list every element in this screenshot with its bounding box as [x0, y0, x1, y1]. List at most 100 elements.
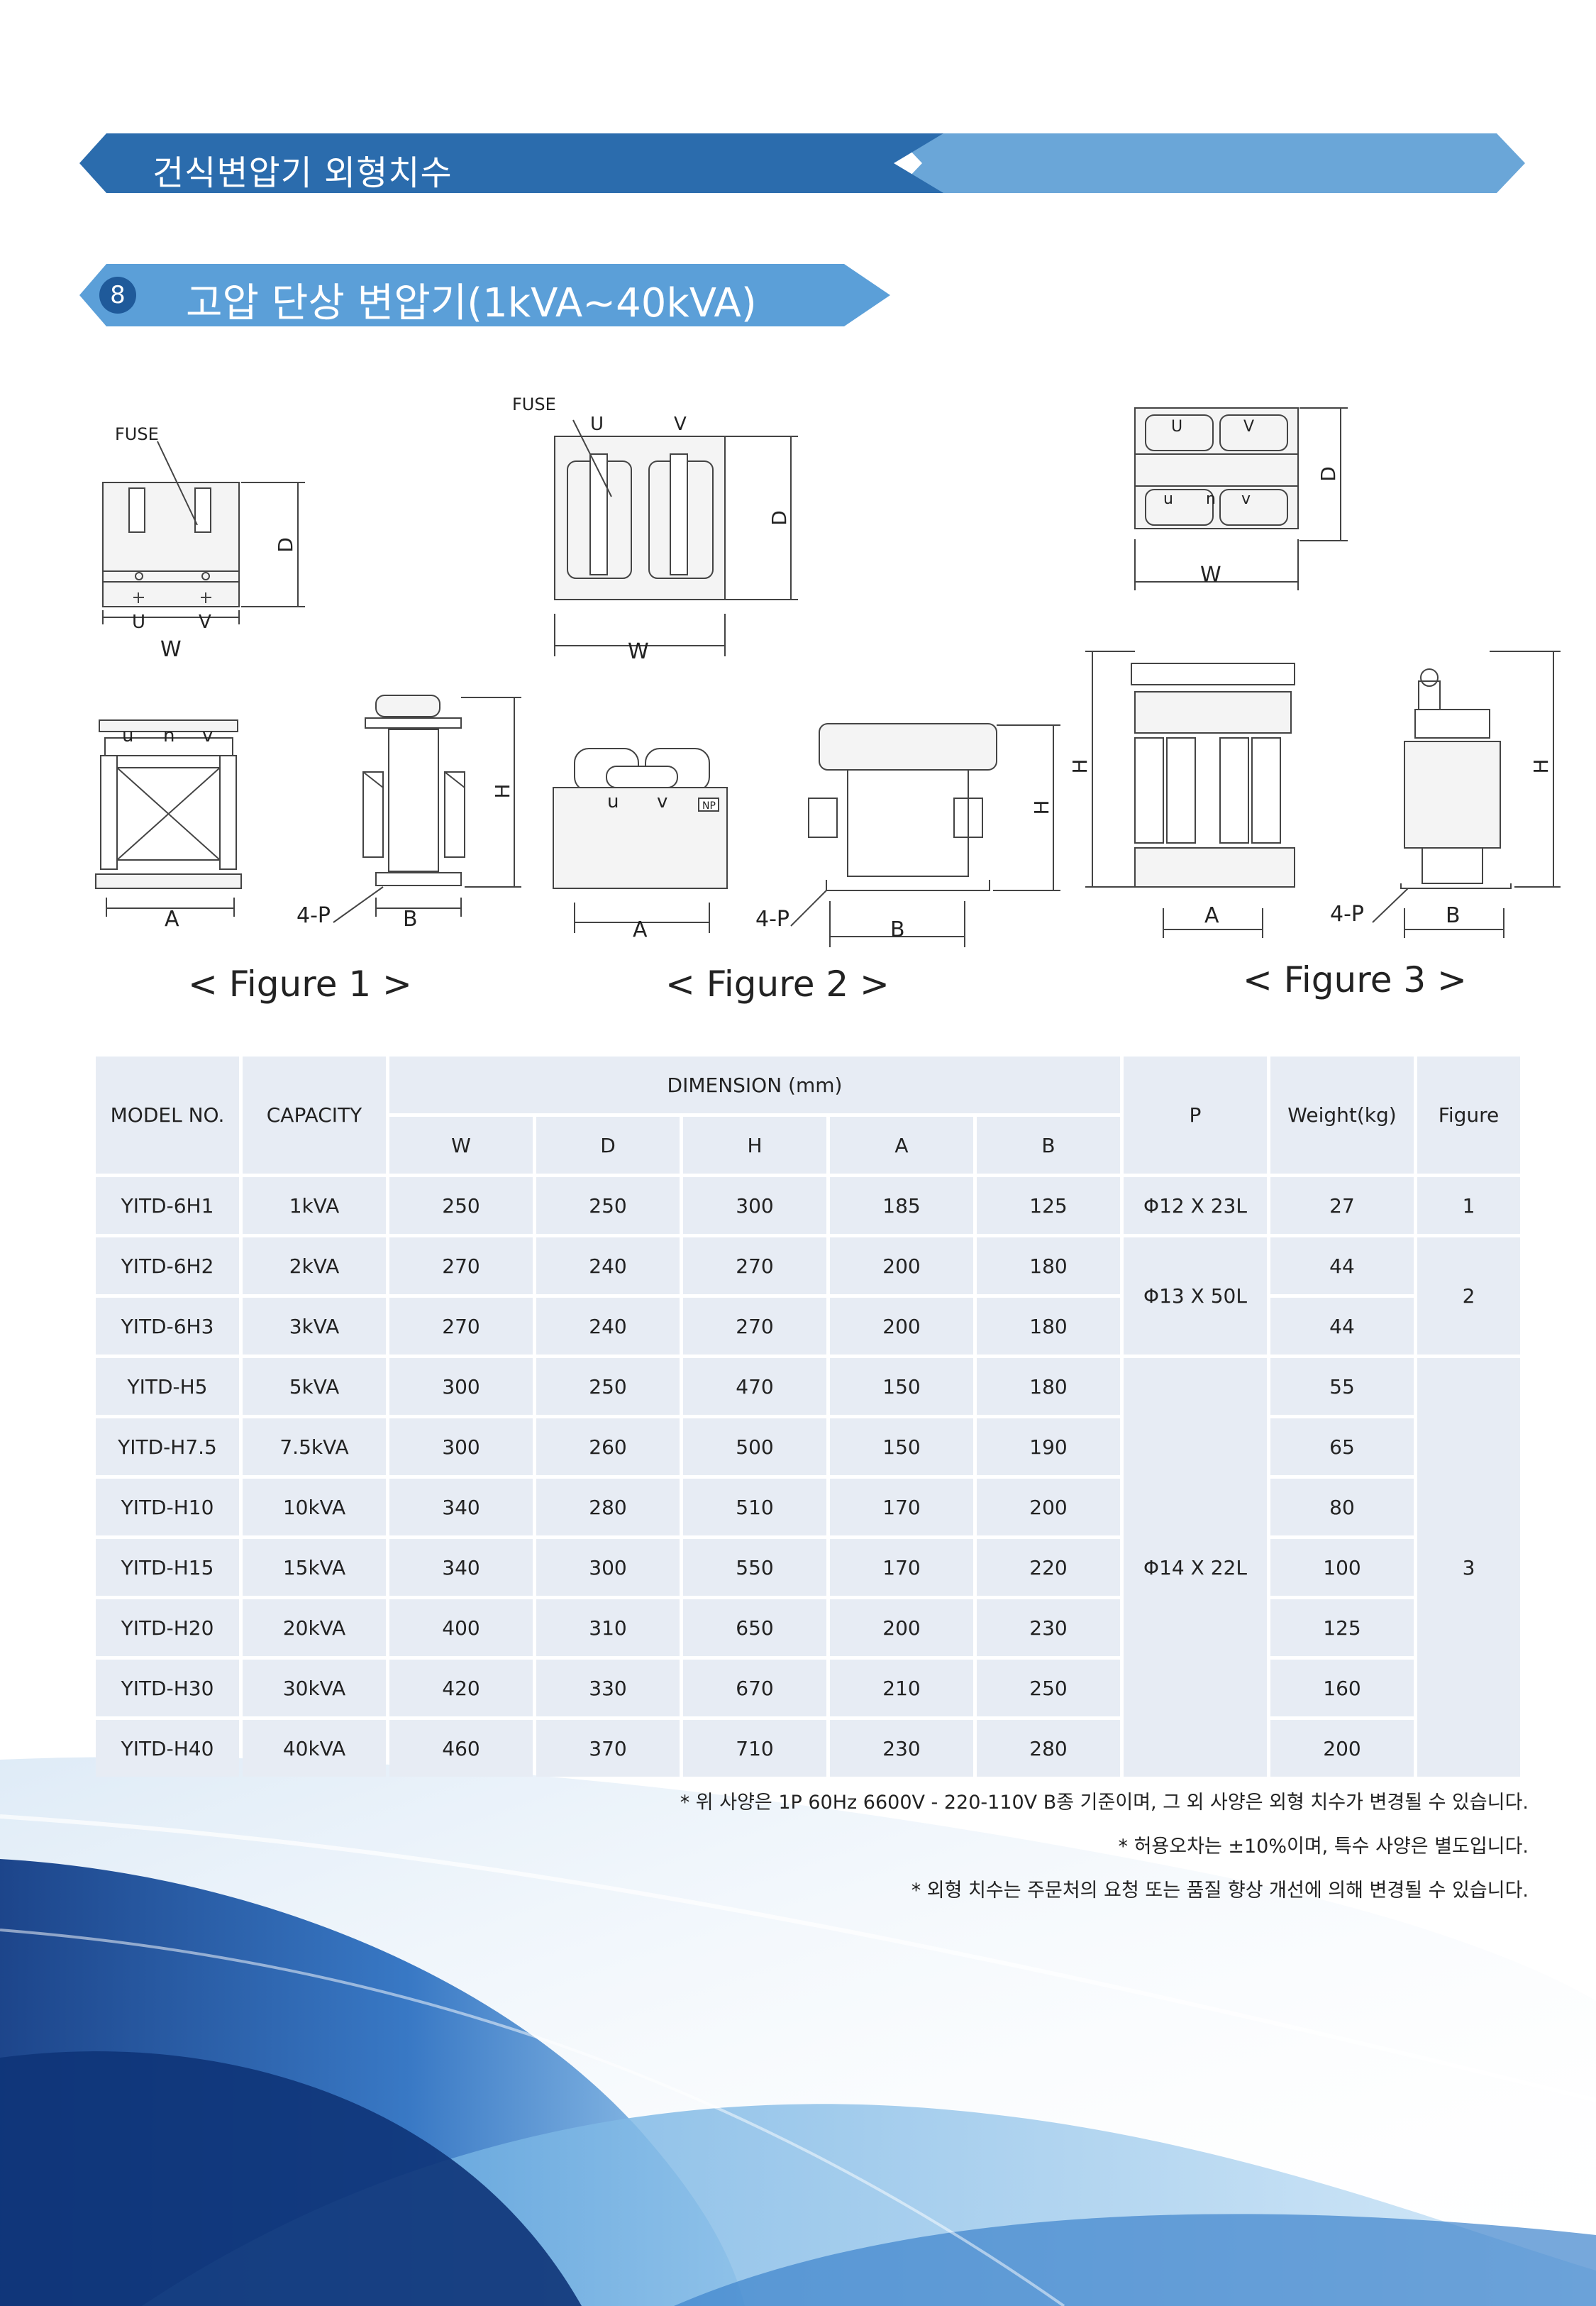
fig2-a-label: A	[633, 917, 648, 942]
figure1-top-view	[102, 441, 305, 624]
fig2-np-label: NP	[702, 800, 716, 812]
cell-h: 510	[683, 1479, 826, 1535]
cell-b: 180	[977, 1237, 1120, 1294]
cell-h: 270	[683, 1298, 826, 1355]
fig1-d-label: D	[274, 537, 297, 553]
cell-model: YITD-H20	[96, 1599, 239, 1656]
fig1-p-label: 4-P	[297, 903, 331, 928]
fig2-w-label: W	[628, 639, 649, 664]
cell-p: Φ13 X 50L	[1124, 1237, 1267, 1355]
figure2-top-view	[554, 419, 798, 656]
col-header-a: A	[830, 1117, 973, 1174]
cell-b: 180	[977, 1298, 1120, 1355]
cell-b: 125	[977, 1177, 1120, 1234]
cell-w: 420	[389, 1660, 533, 1716]
cell-weight: 44	[1270, 1298, 1414, 1355]
fig1-b-label: B	[403, 907, 418, 932]
cell-capacity: 7.5kVA	[243, 1418, 386, 1475]
table-row: YITD-H15 15kVA 340 300 550 170 220 100	[96, 1539, 1520, 1596]
cell-d: 280	[536, 1479, 680, 1535]
col-header-weight: Weight(kg)	[1270, 1057, 1414, 1174]
cell-capacity: 1kVA	[243, 1177, 386, 1234]
col-header-w: W	[389, 1117, 533, 1174]
cell-w: 340	[389, 1479, 533, 1535]
fig1-u2-label: u	[122, 725, 133, 746]
fig3-p-label: 4-P	[1330, 902, 1364, 927]
cell-d: 310	[536, 1599, 680, 1656]
cell-model: YITD-6H1	[96, 1177, 239, 1234]
table-row: YITD-H20 20kVA 400 310 650 200 230 125	[96, 1599, 1520, 1656]
fig1-u-label: U	[132, 612, 145, 633]
cell-d: 250	[536, 1177, 680, 1234]
figure3-side-view	[1372, 651, 1561, 938]
table-row: YITD-6H3 3kVA 270 240 270 200 180 44	[96, 1298, 1520, 1355]
cell-capacity: 40kVA	[243, 1720, 386, 1777]
cell-w: 400	[389, 1599, 533, 1656]
fig3-u2-label: u	[1163, 490, 1173, 508]
cell-h: 670	[683, 1660, 826, 1716]
cell-capacity: 5kVA	[243, 1358, 386, 1415]
cell-b: 200	[977, 1479, 1120, 1535]
cell-capacity: 30kVA	[243, 1660, 386, 1716]
table-row: YITD-H30 30kVA 420 330 670 210 250 160	[96, 1660, 1520, 1716]
col-header-b: B	[977, 1117, 1120, 1174]
fig3-a-label: A	[1204, 903, 1219, 928]
cell-d: 370	[536, 1720, 680, 1777]
note-line: * 외형 치수는 주문처의 요청 또는 품질 향상 개선에 의해 변경될 수 있…	[911, 1880, 1529, 1902]
figure3-front-view	[1085, 651, 1295, 938]
cell-model: YITD-H7.5	[96, 1418, 239, 1475]
header-banner	[79, 133, 1525, 193]
cell-w: 270	[389, 1298, 533, 1355]
fig2-v2-label: v	[657, 791, 667, 812]
figure3-caption: < Figure 3 >	[1243, 959, 1467, 1000]
cell-capacity: 15kVA	[243, 1539, 386, 1596]
cell-d: 300	[536, 1539, 680, 1596]
fig1-v-label: V	[199, 612, 211, 633]
cell-d: 260	[536, 1418, 680, 1475]
figure1-front-view	[95, 719, 242, 917]
fig1-fuse-label: FUSE	[115, 424, 159, 444]
cell-b: 230	[977, 1599, 1120, 1656]
cell-b: 250	[977, 1660, 1120, 1716]
cell-a: 200	[830, 1298, 973, 1355]
note-line: * 위 사양은 1P 60Hz 6600V - 220-110V B종 기준이며…	[680, 1792, 1529, 1814]
fig2-u-label: U	[590, 414, 604, 435]
cell-model: YITD-6H2	[96, 1237, 239, 1294]
cell-h: 650	[683, 1599, 826, 1656]
cell-h: 300	[683, 1177, 826, 1234]
cell-capacity: 20kVA	[243, 1599, 386, 1656]
cell-w: 300	[389, 1418, 533, 1475]
table-row: YITD-H40 40kVA 460 370 710 230 280 200	[96, 1720, 1520, 1777]
fig1-a-label: A	[165, 907, 179, 932]
cell-d: 240	[536, 1237, 680, 1294]
cell-model: YITD-H15	[96, 1539, 239, 1596]
cell-figure: 3	[1417, 1358, 1520, 1777]
cell-a: 200	[830, 1237, 973, 1294]
fig2-fuse-label: FUSE	[512, 395, 556, 414]
cell-figure: 1	[1417, 1177, 1520, 1234]
cell-p: Φ14 X 22L	[1124, 1358, 1267, 1777]
fig2-h-label: H	[1030, 800, 1053, 815]
cell-h: 500	[683, 1418, 826, 1475]
table-subheader-row: W D H A B	[96, 1117, 1520, 1174]
fig3-h-left-label: H	[1068, 758, 1092, 773]
table-row: YITD-6H1 1kVA 250 250 300 185 125 Φ12 X …	[96, 1177, 1520, 1234]
fig1-w-label: W	[160, 637, 182, 662]
section-banner	[79, 264, 890, 326]
table-header-row: MODEL NO. CAPACITY DIMENSION (mm) P Weig…	[96, 1057, 1520, 1174]
cell-capacity: 2kVA	[243, 1237, 386, 1294]
figure2-front-view	[553, 748, 728, 933]
cell-capacity: 10kVA	[243, 1479, 386, 1535]
dimension-drawings: FUSE U V W D u n v A 4-P B H FUSE U V W …	[95, 395, 1561, 947]
note-line: * 허용오차는 ±10%이며, 특수 사양은 별도입니다.	[1118, 1836, 1529, 1858]
cell-weight: 27	[1270, 1177, 1414, 1234]
cell-capacity: 3kVA	[243, 1298, 386, 1355]
cell-model: YITD-6H3	[96, 1298, 239, 1355]
cell-weight: 44	[1270, 1237, 1414, 1294]
cell-d: 240	[536, 1298, 680, 1355]
table-row: YITD-H10 10kVA 340 280 510 170 200 80	[96, 1479, 1520, 1535]
cell-w: 460	[389, 1720, 533, 1777]
cell-a: 185	[830, 1177, 973, 1234]
cell-b: 220	[977, 1539, 1120, 1596]
cell-a: 200	[830, 1599, 973, 1656]
